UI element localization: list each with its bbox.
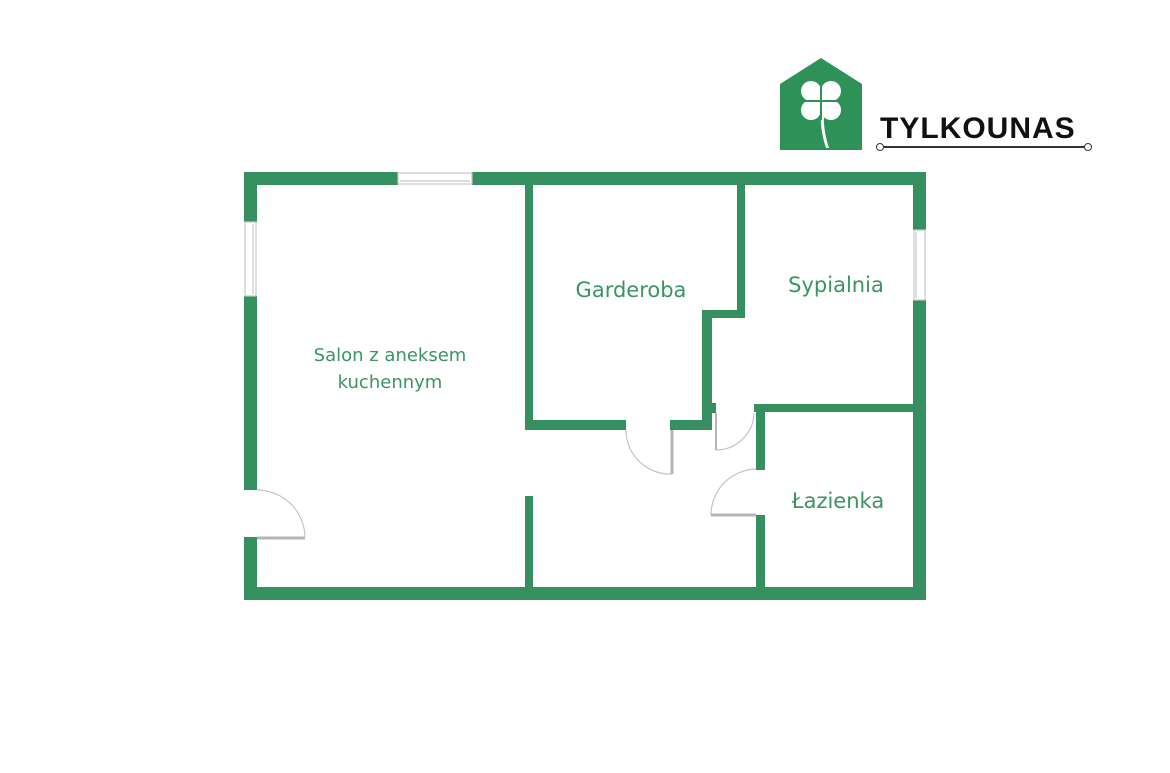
room-label-salon-line2: kuchennym	[337, 372, 443, 393]
house-clover-icon	[780, 58, 862, 150]
brand-name: TYLKOUNAS	[880, 112, 1076, 145]
room-label-salon: Salon z aneksem kuchennym	[290, 342, 490, 396]
room-label-salon-line1: Salon z aneksem	[313, 345, 467, 366]
room-label-garderoba: Garderoba	[575, 278, 687, 302]
doors	[256, 412, 757, 540]
walls	[244, 172, 926, 600]
underline-dot-right	[1084, 143, 1092, 151]
room-label-lazienka: Łazienka	[791, 489, 885, 513]
room-label-sypialnia: Sypialnia	[788, 273, 884, 297]
brand-underline	[878, 146, 1088, 148]
brand-logo: TYLKOUNAS	[780, 58, 1100, 158]
windows	[244, 172, 926, 301]
underline-dot-left	[876, 143, 884, 151]
